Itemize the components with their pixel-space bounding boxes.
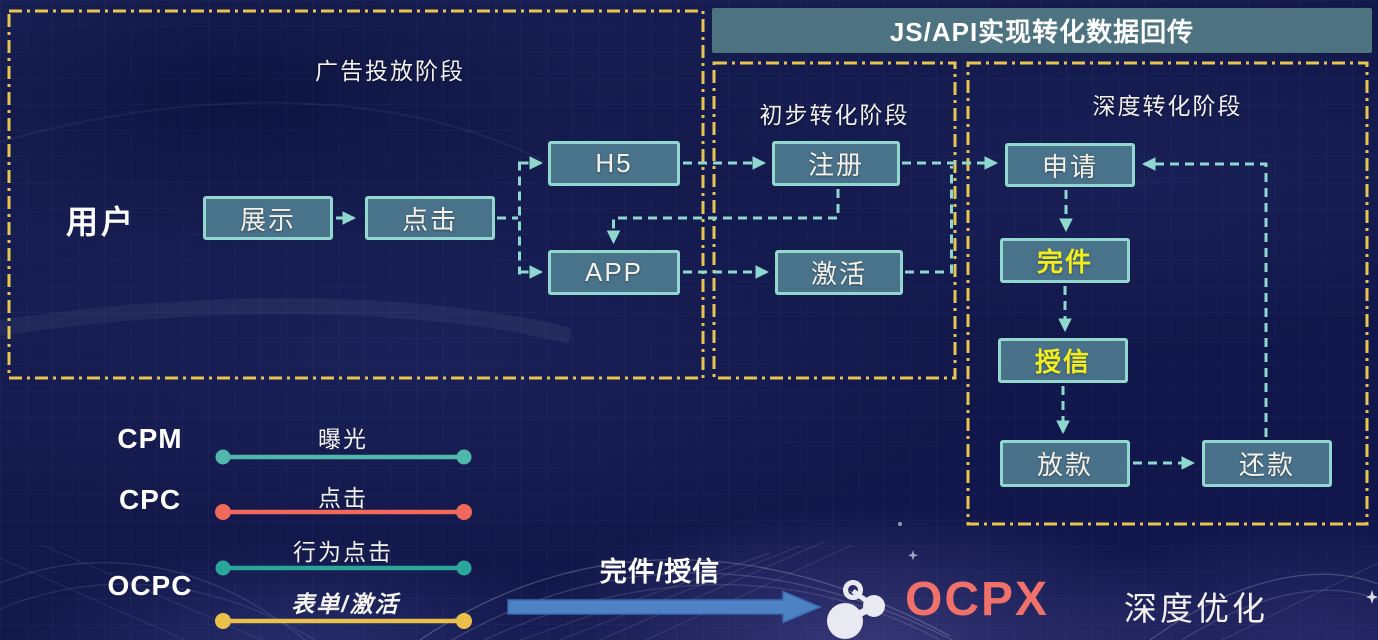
node-h5: H5 xyxy=(548,141,680,186)
user-label: 用户 xyxy=(66,204,137,240)
stage-deep-label: 深度转化阶段 xyxy=(1092,93,1243,119)
cta-arrow-label: 完件/授信 xyxy=(599,557,721,587)
node-complete: 完件 xyxy=(1000,238,1130,283)
legend-key-cpc: CPC xyxy=(118,484,182,515)
molecule-icon xyxy=(827,580,885,639)
node-activate: 激活 xyxy=(775,250,903,295)
flow-connectors xyxy=(336,156,1268,470)
legend-dot xyxy=(215,560,231,576)
legend-lines xyxy=(215,449,472,629)
brand-ocpx: OCPX xyxy=(905,573,1050,626)
legend-label-form-activate: 表单/激活 xyxy=(291,591,400,617)
legend-key-cpm: CPM xyxy=(117,423,183,454)
node-loan: 放款 xyxy=(1000,440,1130,487)
stage-deep-border xyxy=(966,61,1369,526)
legend-label-behavior-click: 行为点击 xyxy=(293,539,393,565)
stage-initial-label: 初步转化阶段 xyxy=(759,102,910,128)
stage-ad-border xyxy=(7,9,705,380)
sparkle-glints xyxy=(898,522,1378,604)
connector-activate-merge xyxy=(905,166,953,274)
node-click: 点击 xyxy=(365,196,495,240)
stage-ad-label: 广告投放阶段 xyxy=(315,58,465,84)
legend-dot xyxy=(456,560,472,576)
node-register: 注册 xyxy=(772,141,900,186)
connector-register-app xyxy=(606,189,840,245)
node-app: APP xyxy=(548,250,680,295)
stage-initial-border xyxy=(712,61,957,380)
legend-label-click: 点击 xyxy=(318,485,368,511)
legend-dot xyxy=(456,613,472,629)
legend-dot xyxy=(215,504,231,520)
node-impression: 展示 xyxy=(203,196,333,240)
connector-repay-apply-loop xyxy=(1141,157,1268,437)
legend-key-ocpc: OCPC xyxy=(107,570,193,601)
brand-tagline: 深度优化 xyxy=(1124,590,1268,627)
legend-dot xyxy=(456,504,472,520)
cta-arrow xyxy=(507,590,822,624)
legend-dot xyxy=(215,449,231,465)
node-apply: 申请 xyxy=(1005,143,1135,187)
header-title: JS/API实现转化数据回传 xyxy=(889,17,1195,47)
legend-dot xyxy=(456,449,472,465)
node-repay: 还款 xyxy=(1202,440,1332,487)
node-credit: 授信 xyxy=(998,338,1128,383)
legend-label-exposure: 曝光 xyxy=(318,426,368,452)
header-banner: JS/API实现转化数据回传 xyxy=(712,8,1372,53)
legend-dot xyxy=(215,613,231,629)
